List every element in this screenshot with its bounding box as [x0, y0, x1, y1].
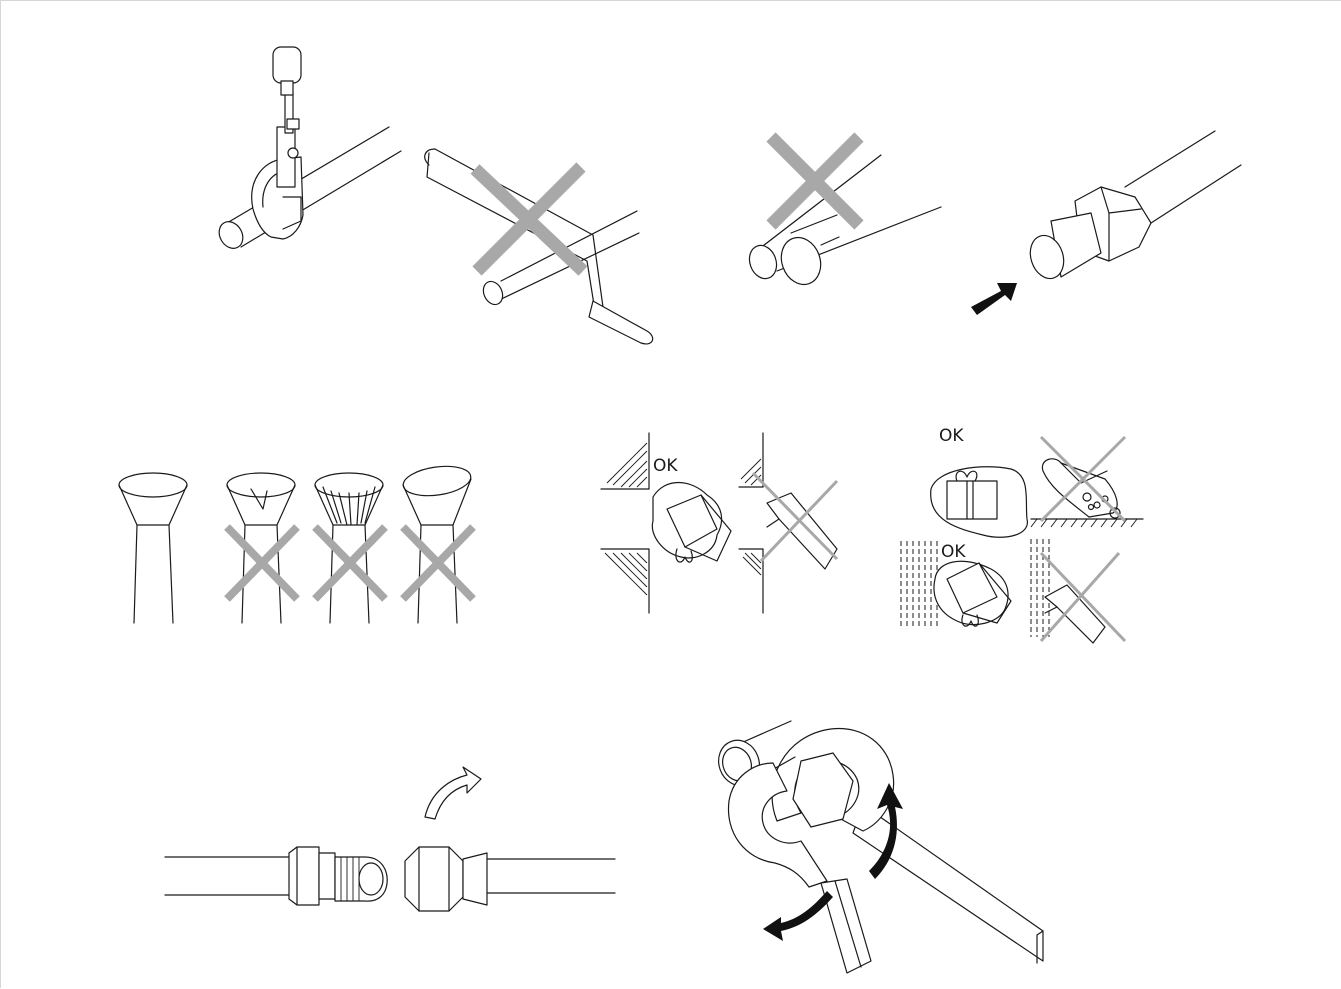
- ok-label-pipe-end: OK: [939, 426, 964, 446]
- flare-wrinkled-illustration: [315, 473, 385, 623]
- pipe-end-dirt-illustration: [1031, 437, 1143, 527]
- insert-flare-nut-illustration: [971, 131, 1241, 315]
- arrow-insert-icon: [971, 283, 1017, 315]
- rotate-arrow-icon: [763, 891, 833, 941]
- wall-sealed-illustration: OK: [601, 433, 731, 613]
- pipe-end-sealed-illustration: OK: [931, 426, 1028, 537]
- flare-good-illustration: [119, 473, 187, 623]
- oval-pipe-illustration: [745, 137, 941, 290]
- flare-cracked-illustration: [227, 473, 297, 623]
- flare-uneven-illustration: [401, 462, 473, 623]
- rain-sealed-illustration: OK: [901, 541, 1011, 629]
- hand-tighten-illustration: [165, 767, 615, 911]
- prohibited-cross-icon: [753, 473, 837, 559]
- wall-open-illustration: [739, 433, 837, 613]
- tube-cutter-illustration: [214, 47, 401, 253]
- rotate-arrow-icon: [425, 767, 481, 819]
- hacksaw-illustration: [425, 149, 653, 344]
- ok-label-rain: OK: [941, 542, 966, 562]
- two-wrench-illustration: [712, 721, 1043, 973]
- ok-label-wall: OK: [653, 456, 678, 476]
- rain-open-illustration: [1031, 539, 1125, 643]
